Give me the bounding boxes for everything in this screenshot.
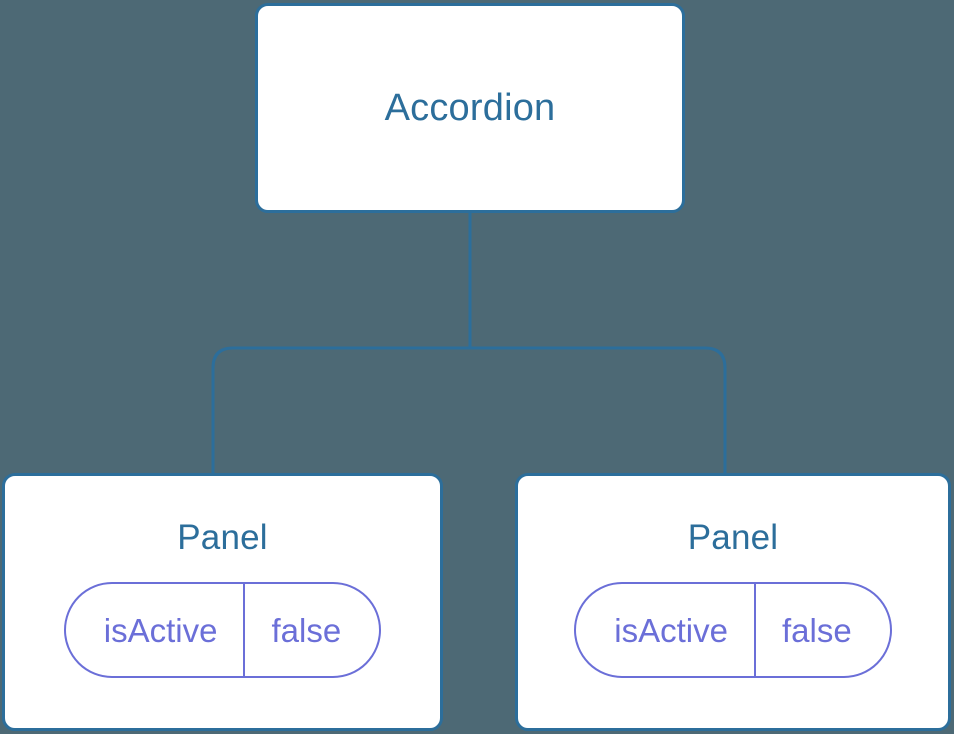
- prop-key: isActive: [614, 611, 728, 649]
- prop-key: isActive: [103, 611, 218, 649]
- node-panel-0-label: Panel: [177, 518, 268, 557]
- node-panel-0[interactable]: Panel isActive false: [2, 473, 443, 731]
- node-accordion[interactable]: Accordion: [255, 3, 685, 213]
- node-panel-0-prop-isactive[interactable]: isActive false: [63, 582, 382, 678]
- node-panel-1-label: Panel: [687, 518, 779, 557]
- edge-to-panel-0: [211, 346, 470, 476]
- node-panel-1[interactable]: Panel isActive false: [515, 473, 951, 731]
- node-accordion-label: Accordion: [384, 87, 556, 129]
- edge-to-panel-1: [470, 346, 727, 476]
- node-panel-1-prop-isactive[interactable]: isActive false: [574, 582, 892, 678]
- prop-value: false: [753, 584, 890, 676]
- prop-value: false: [243, 584, 379, 676]
